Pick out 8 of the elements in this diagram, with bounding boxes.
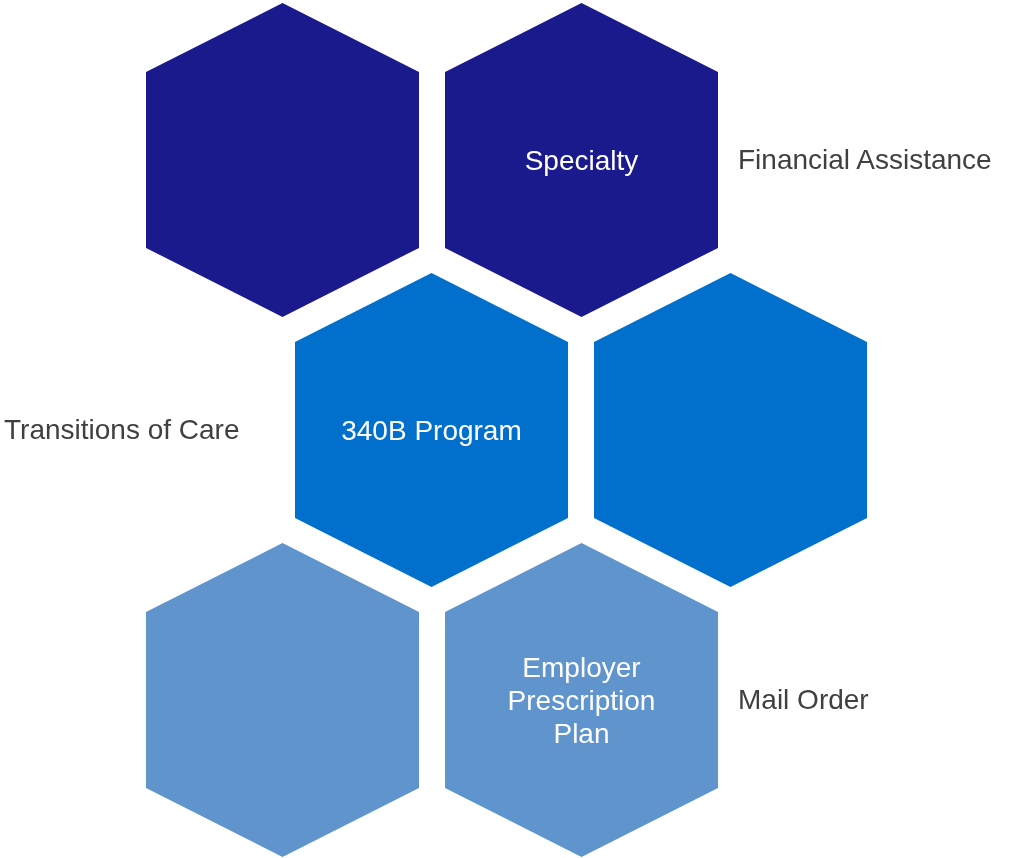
hexagon-tile [445,543,718,857]
side-label: Mail Order [738,683,869,716]
tile-label: 340B Program [341,413,522,447]
tile-label: Specialty [524,143,639,177]
hexagon-tile [146,543,419,857]
side-label: Financial Assistance [738,143,992,176]
tile-label: Employer Prescription Plan [506,650,657,750]
side-label: Transitions of Care [4,413,240,446]
